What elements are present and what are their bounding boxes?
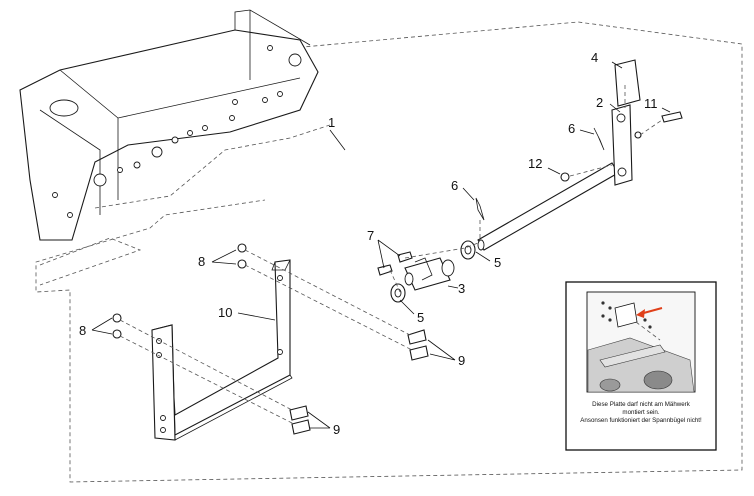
callout-12: 12 [528,156,542,171]
bolts-and-nuts [112,111,683,435]
inset-caption-line3: Ansonsen funktioniert der Spannbügel nic… [580,417,702,424]
callout-4: 4 [591,50,598,65]
callout-7: 7 [367,228,374,243]
assembly-outline-inner-2 [94,124,331,209]
shaft-assembly [477,59,641,251]
callout-8-upper: 8 [198,254,205,269]
clevis-part [404,257,455,291]
inset-caption-line1: Diese Platte darf nicht am Mähwerk [592,401,691,408]
inset-arrowhead [636,309,645,318]
callout-numbers: 1 2 3 4 5 5 6 6 7 8 8 9 9 10 11 12 [79,50,658,437]
callout-9-lower: 9 [333,422,340,437]
assembly-outline-inner [39,237,142,286]
washers [390,240,476,303]
callout-1: 1 [328,115,335,130]
inset-photo [587,301,695,393]
inset-caption-line2: montiert sein. [622,409,659,416]
callout-6-upper: 6 [568,121,575,136]
alignment-lines [119,85,663,425]
inset-detail: Diese Platte darf nicht am Mähwerk monti… [565,281,717,451]
mower-frame [19,9,319,241]
bracket-u-shape [151,259,293,441]
callout-2: 2 [596,95,603,110]
callout-5-upper: 5 [494,255,501,270]
callout-5-lower: 5 [417,310,424,325]
callout-3: 3 [458,281,465,296]
callout-6-lower: 6 [451,178,458,193]
callout-8-lower: 8 [79,323,86,338]
callout-10: 10 [218,305,232,320]
callout-9-upper: 9 [458,353,465,368]
leader-lines [91,61,671,429]
callout-11: 11 [644,96,658,111]
cotter-pins [475,127,605,221]
